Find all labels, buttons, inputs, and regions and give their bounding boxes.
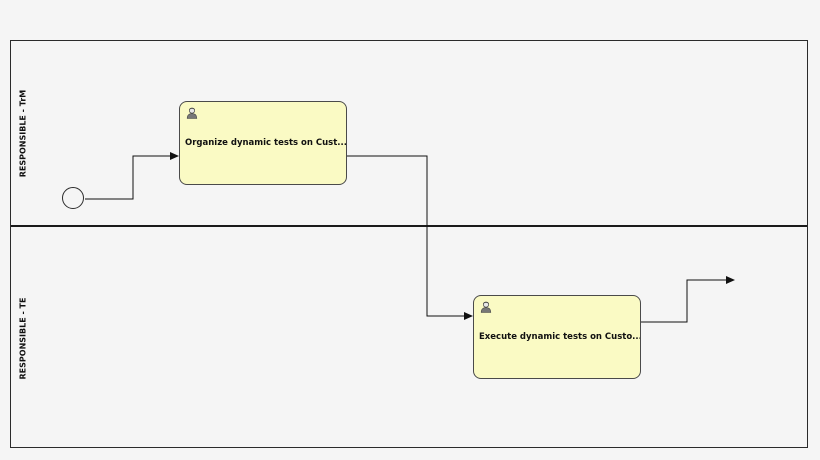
user-task-icon — [186, 107, 198, 119]
swimlane-trm: RESPONSIBLE - TrM — [11, 41, 807, 225]
start-event[interactable] — [62, 187, 84, 209]
task-label: Execute dynamic tests on Custo... — [479, 332, 640, 342]
task-label: Organize dynamic tests on Cust... — [185, 138, 346, 148]
swimlane-te: RESPONSIBLE - TE — [11, 225, 807, 449]
lane-label-te: RESPONSIBLE - TE — [18, 297, 28, 379]
lane-label-trm: RESPONSIBLE - TrM — [18, 89, 28, 177]
process-pool: RESPONSIBLE - TrM RESPONSIBLE - TE — [10, 40, 808, 448]
user-task-icon — [480, 301, 492, 313]
task-organize-dynamic-tests[interactable]: Organize dynamic tests on Cust... — [179, 101, 347, 185]
task-execute-dynamic-tests[interactable]: Execute dynamic tests on Custo... — [473, 295, 641, 379]
lane-header-te: RESPONSIBLE - TE — [11, 227, 35, 449]
lane-header-trm: RESPONSIBLE - TrM — [11, 41, 35, 225]
